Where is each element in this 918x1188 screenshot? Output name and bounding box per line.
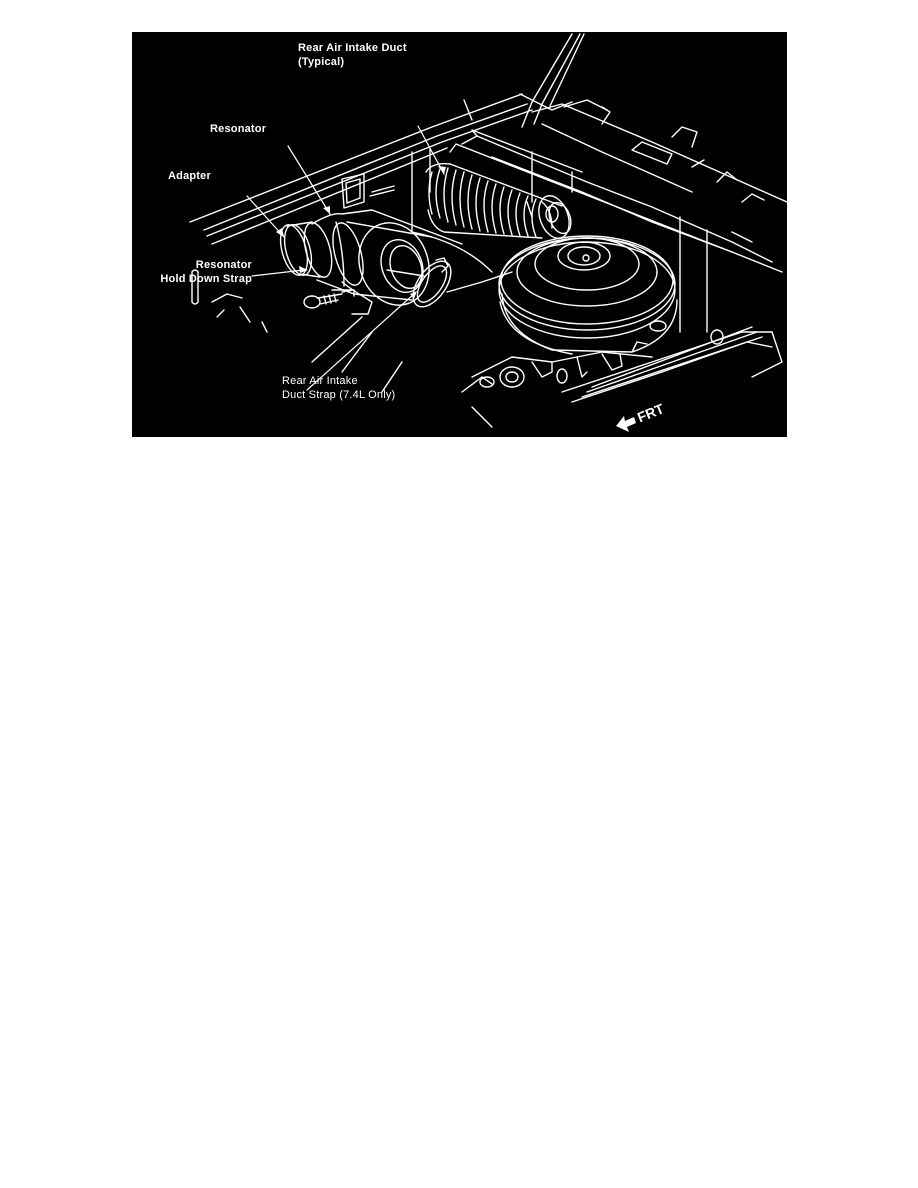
callout-resonator-hold-down-strap-line2: Hold Down Strap xyxy=(160,273,252,285)
resonator-hold-down-strap xyxy=(303,281,373,315)
callout-resonator-hold-down-strap: Resonator Hold Down Strap xyxy=(136,258,252,286)
callout-resonator-hold-down-strap-line1: Resonator xyxy=(195,259,252,271)
callout-adapter-line1: Adapter xyxy=(168,170,211,182)
callout-adapter: Adapter xyxy=(168,169,211,183)
callout-rear-air-intake-duct-strap-line2: Duct Strap (7.4L Only) xyxy=(282,389,396,401)
intake-manifold xyxy=(461,320,783,428)
air-cleaner-housing xyxy=(498,235,678,355)
callout-resonator: Resonator xyxy=(210,122,266,136)
cowl-panel xyxy=(189,93,787,273)
callout-rear-air-intake-duct-line1: Rear Air Intake Duct xyxy=(298,42,407,54)
hood-pillar xyxy=(521,33,585,128)
rear-air-intake-duct xyxy=(425,162,572,239)
fender-lines xyxy=(211,201,533,393)
leader-arrowheads xyxy=(276,166,446,299)
rear-air-intake-duct-strap xyxy=(412,257,452,308)
firewall-opening xyxy=(341,173,395,209)
callout-resonator-line1: Resonator xyxy=(210,123,267,135)
callout-rear-air-intake-duct: Rear Air Intake Duct (Typical) xyxy=(298,41,407,69)
callout-rear-air-intake-duct-strap-line1: Rear Air Intake xyxy=(282,375,358,387)
leader-lines xyxy=(246,125,445,391)
firewall xyxy=(191,148,708,333)
front-direction-arrow-icon xyxy=(616,416,636,432)
engine-air-intake-illustration: Rear Air Intake Duct (Typical) Resonator… xyxy=(132,32,787,437)
callout-rear-air-intake-duct-line2: (Typical) xyxy=(298,56,345,68)
callout-rear-air-intake-duct-strap: Rear Air Intake Duct Strap (7.4L Only) xyxy=(282,374,395,402)
line-art-drawing xyxy=(189,33,787,432)
